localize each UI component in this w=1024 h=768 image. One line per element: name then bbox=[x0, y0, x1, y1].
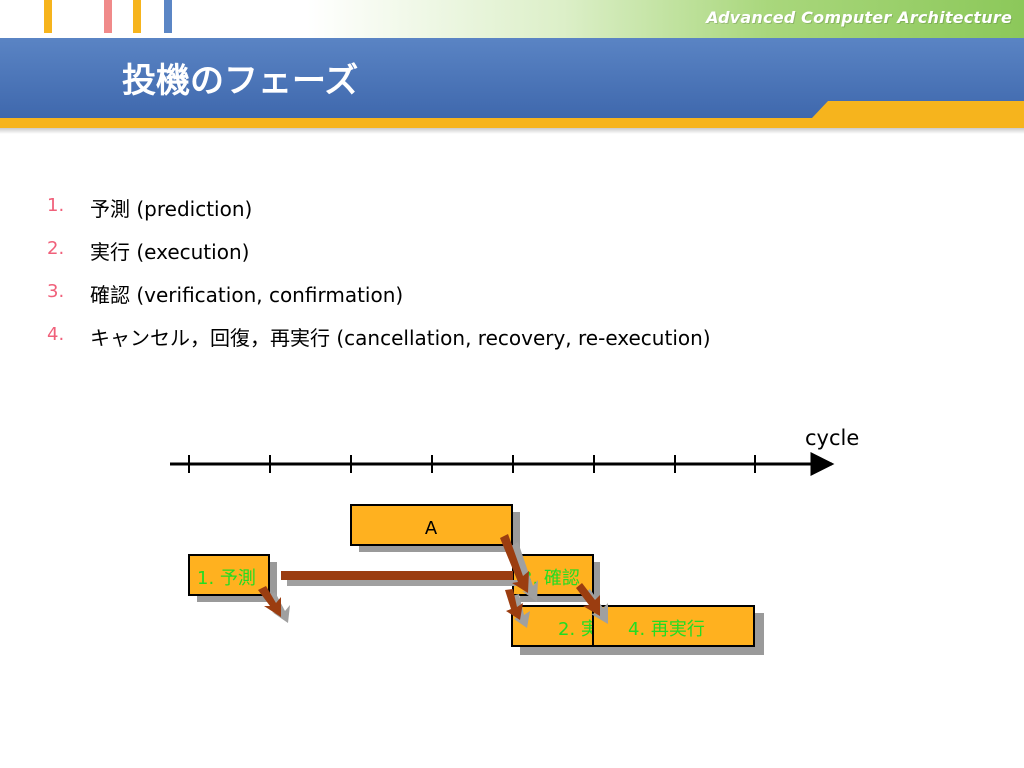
decor-stripe-1 bbox=[44, 0, 52, 33]
instruction-a-box bbox=[350, 504, 513, 546]
decor-stripe-4 bbox=[164, 0, 172, 33]
page-title: 投機のフェーズ bbox=[122, 61, 359, 101]
list-number: 3. bbox=[47, 281, 65, 302]
reexecute-box bbox=[592, 605, 755, 647]
list-number: 4. bbox=[47, 324, 65, 345]
decor-stripe-2 bbox=[104, 0, 112, 33]
list-text: 確認 (verification, confirmation) bbox=[90, 283, 404, 307]
predict-to-confirm-arrow bbox=[281, 571, 513, 580]
instruction-a-label: A bbox=[425, 518, 438, 539]
a-to-execute-arrow bbox=[505, 589, 523, 620]
list-text: キャンセル，回復，再実行 (cancellation, recovery, re… bbox=[90, 326, 711, 350]
list-text: 予測 (prediction) bbox=[90, 197, 253, 221]
list-number: 1. bbox=[47, 195, 65, 216]
list-text: 実行 (execution) bbox=[90, 240, 250, 264]
predict-box bbox=[188, 554, 270, 596]
axis-ticks bbox=[188, 455, 756, 473]
confirm-to-reexecute-arrow bbox=[576, 583, 600, 616]
brand-text: Advanced Computer Architecture bbox=[706, 8, 1012, 27]
top-banner: Advanced Computer Architecture bbox=[0, 0, 1024, 38]
predict-label: 1. 予測 bbox=[197, 568, 256, 589]
a-to-confirm-arrow bbox=[500, 534, 529, 593]
reexecute-label: 4. 再実行 bbox=[628, 619, 705, 640]
predict-down-arrow bbox=[258, 586, 281, 617]
decor-stripe-3 bbox=[133, 0, 141, 33]
divider-shadow bbox=[0, 128, 1024, 134]
list-number: 2. bbox=[47, 238, 65, 259]
orange-divider bbox=[0, 118, 1024, 128]
axis-label: cycle bbox=[805, 426, 859, 450]
flow-arrows bbox=[258, 534, 600, 620]
